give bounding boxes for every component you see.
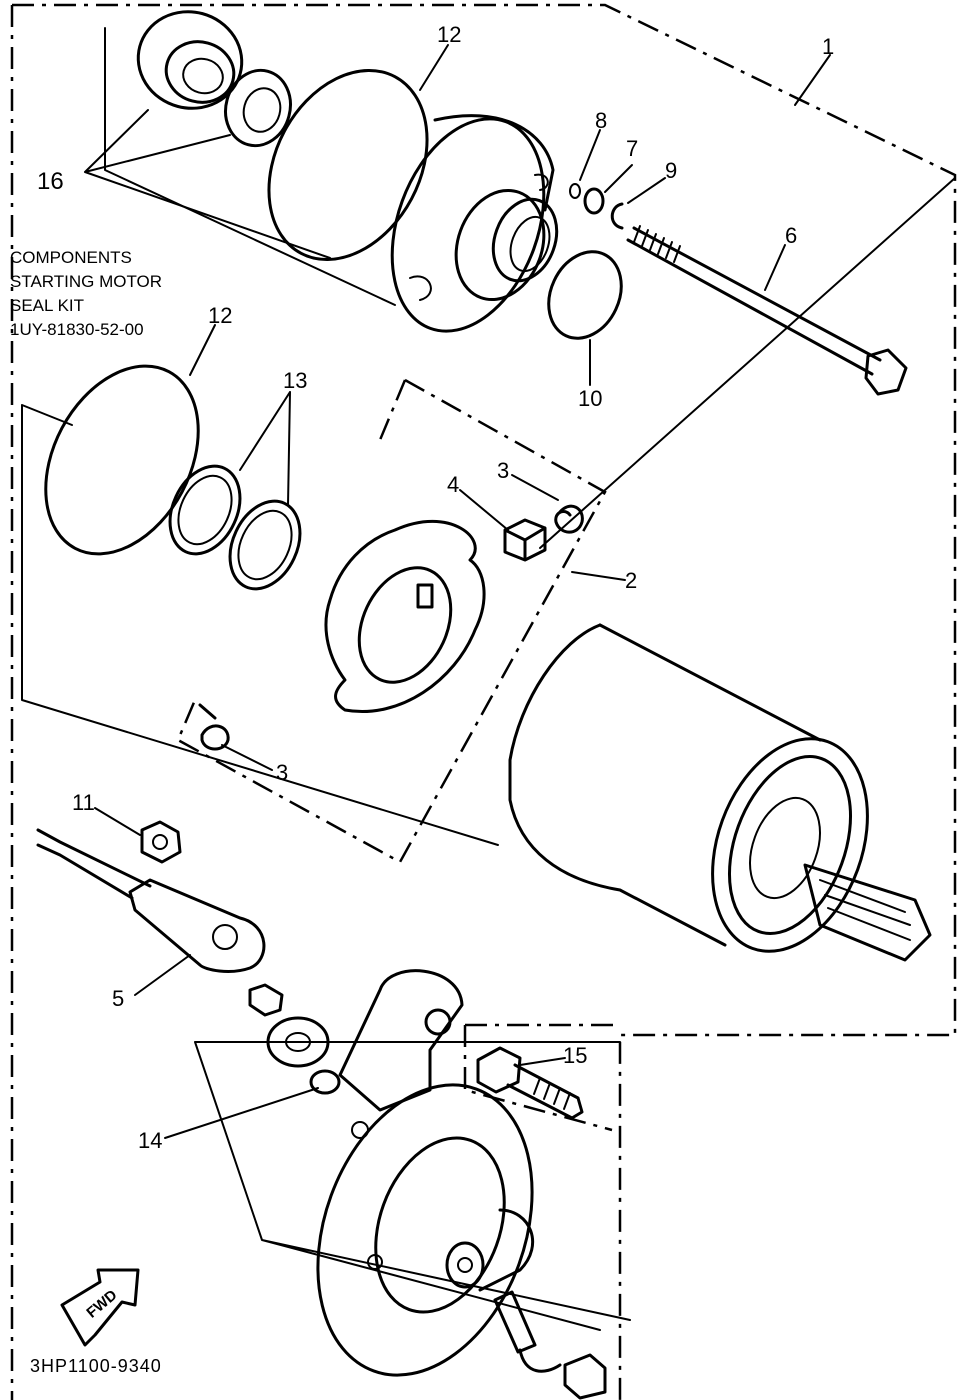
brush-holder-outline bbox=[176, 378, 607, 864]
bearing bbox=[136, 10, 244, 110]
bolt-box-outline bbox=[463, 1023, 620, 1132]
lead-wire bbox=[36, 828, 266, 973]
front-cover bbox=[390, 114, 559, 333]
brush-4 bbox=[503, 518, 547, 562]
kit-note-line-2: STARTING MOTOR bbox=[10, 272, 163, 291]
drawing-code: 3HP1100-9340 bbox=[30, 1356, 162, 1376]
kit-note-line-4: 1UY-81830-52-00 bbox=[10, 320, 144, 339]
o-ring-top bbox=[267, 68, 429, 262]
callout-6: 6 bbox=[785, 223, 798, 248]
seal-kit-leaders bbox=[84, 109, 331, 259]
callout-16: 16 bbox=[37, 168, 64, 195]
callout-15: 15 bbox=[563, 1043, 588, 1068]
spring-3-bottom bbox=[198, 703, 230, 751]
bottom-brush bbox=[493, 1290, 607, 1400]
washer-7 bbox=[583, 187, 605, 215]
callout-8: 8 bbox=[595, 108, 608, 133]
armature-shaft bbox=[803, 863, 932, 962]
callout-3-top: 3 bbox=[497, 458, 510, 483]
washer-8 bbox=[569, 183, 581, 199]
callout-1: 1 bbox=[822, 34, 835, 59]
callout-9: 9 bbox=[665, 158, 678, 183]
insulator-washer bbox=[266, 1016, 330, 1068]
seal-kit-note: COMPONENTS STARTING MOTOR SEAL KIT 1UY-8… bbox=[10, 246, 162, 342]
callout-11: 11 bbox=[72, 790, 95, 815]
brush-plate bbox=[324, 519, 486, 713]
kit-note-line-3: SEAL KIT bbox=[10, 296, 85, 315]
rear-cover bbox=[316, 969, 535, 1377]
bolt-15 bbox=[476, 1046, 584, 1120]
callout-5: 5 bbox=[112, 986, 125, 1011]
nut-11 bbox=[140, 820, 182, 864]
o-ring-small bbox=[309, 1069, 341, 1095]
callout-2: 2 bbox=[625, 568, 638, 593]
shims bbox=[168, 464, 302, 591]
callout-14: 14 bbox=[138, 1128, 163, 1153]
o-ring-middle bbox=[44, 364, 200, 556]
cover-box-outline bbox=[194, 1041, 631, 1331]
callout-10: 10 bbox=[578, 386, 603, 411]
guide-lines bbox=[21, 27, 956, 846]
kit-note-line-1: COMPONENTS bbox=[10, 248, 132, 267]
spring-3-top bbox=[554, 504, 584, 534]
assembly-outline bbox=[10, 3, 957, 1400]
callout-4: 4 bbox=[447, 472, 460, 497]
long-bolt bbox=[626, 225, 908, 396]
o-ring-10 bbox=[547, 250, 623, 340]
nut-small bbox=[248, 983, 284, 1017]
yoke bbox=[508, 623, 869, 953]
callout-13: 13 bbox=[283, 368, 308, 393]
fwd-arrow-icon: FWD bbox=[60, 1268, 140, 1347]
callout-3-bottom: 3 bbox=[276, 760, 289, 785]
leader-lines bbox=[94, 44, 831, 1139]
fwd-label: FWD bbox=[83, 1286, 120, 1321]
circlip-9 bbox=[610, 202, 624, 230]
callout-7: 7 bbox=[626, 136, 639, 161]
oil-seal bbox=[224, 68, 292, 148]
callout-12-middle: 12 bbox=[208, 303, 233, 328]
callout-12-top: 12 bbox=[437, 22, 462, 47]
